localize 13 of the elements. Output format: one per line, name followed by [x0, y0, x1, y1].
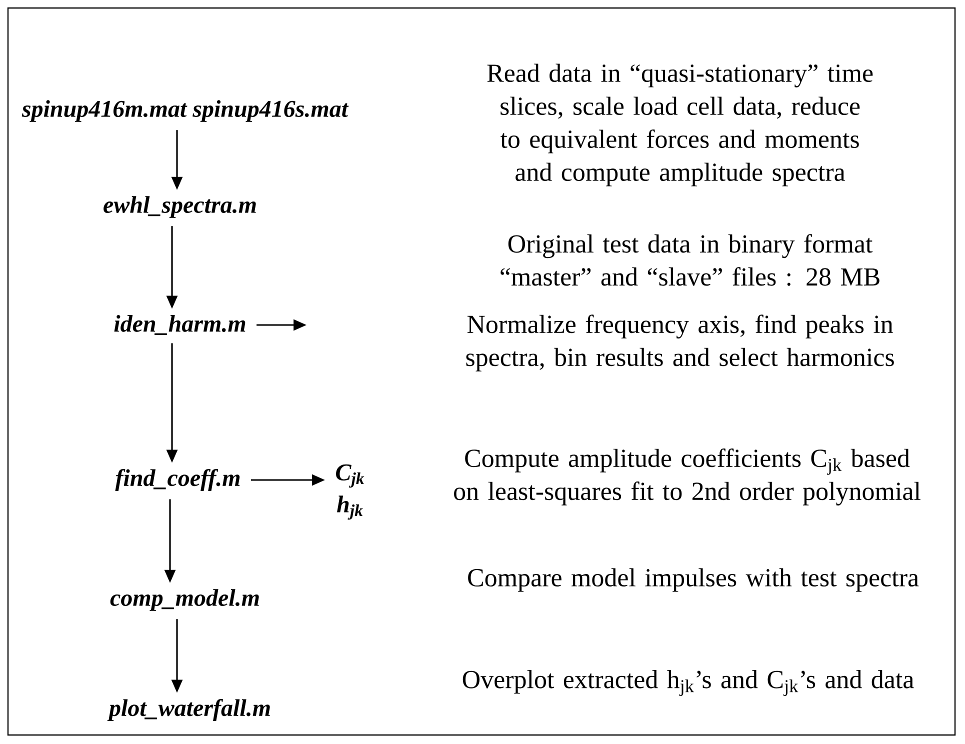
file-name: comp_model.m: [110, 589, 259, 611]
description-text: Read data in “quasi-stationary” time slices, scale load cell data, reduce to equivalent forces and moments and compute amplitude spectra: [487, 64, 873, 186]
description-text: Compare model impulses with test spectra: [468, 568, 919, 592]
file-name: iden_harm.m: [114, 315, 246, 335]
file-name: ewhl_spectra.m: [104, 196, 256, 218]
symbol-label: C$_{jk}$ h$_{jk}$: [336, 464, 364, 520]
file-name: find_coeff.m: [115, 469, 240, 492]
description-text: Compute amplitude coefficients C$_{jk}$ based on least-squares fit to 2nd order polynomial: [454, 448, 920, 506]
description-text: Overplot extracted h$_{jk}$’s and C$_{jk}$’s and data: [462, 670, 914, 696]
description-text: Original test data in binary format “master” and “slave” files : 28 MB: [500, 234, 880, 286]
file-name: plot_waterfall.m: [107, 699, 270, 722]
description-text: Normalize frequency axis, find peaks in spectra, bin results and select harmonics: [466, 314, 894, 372]
file-name: spinup416m.mat spinup416s.mat: [22, 100, 349, 122]
